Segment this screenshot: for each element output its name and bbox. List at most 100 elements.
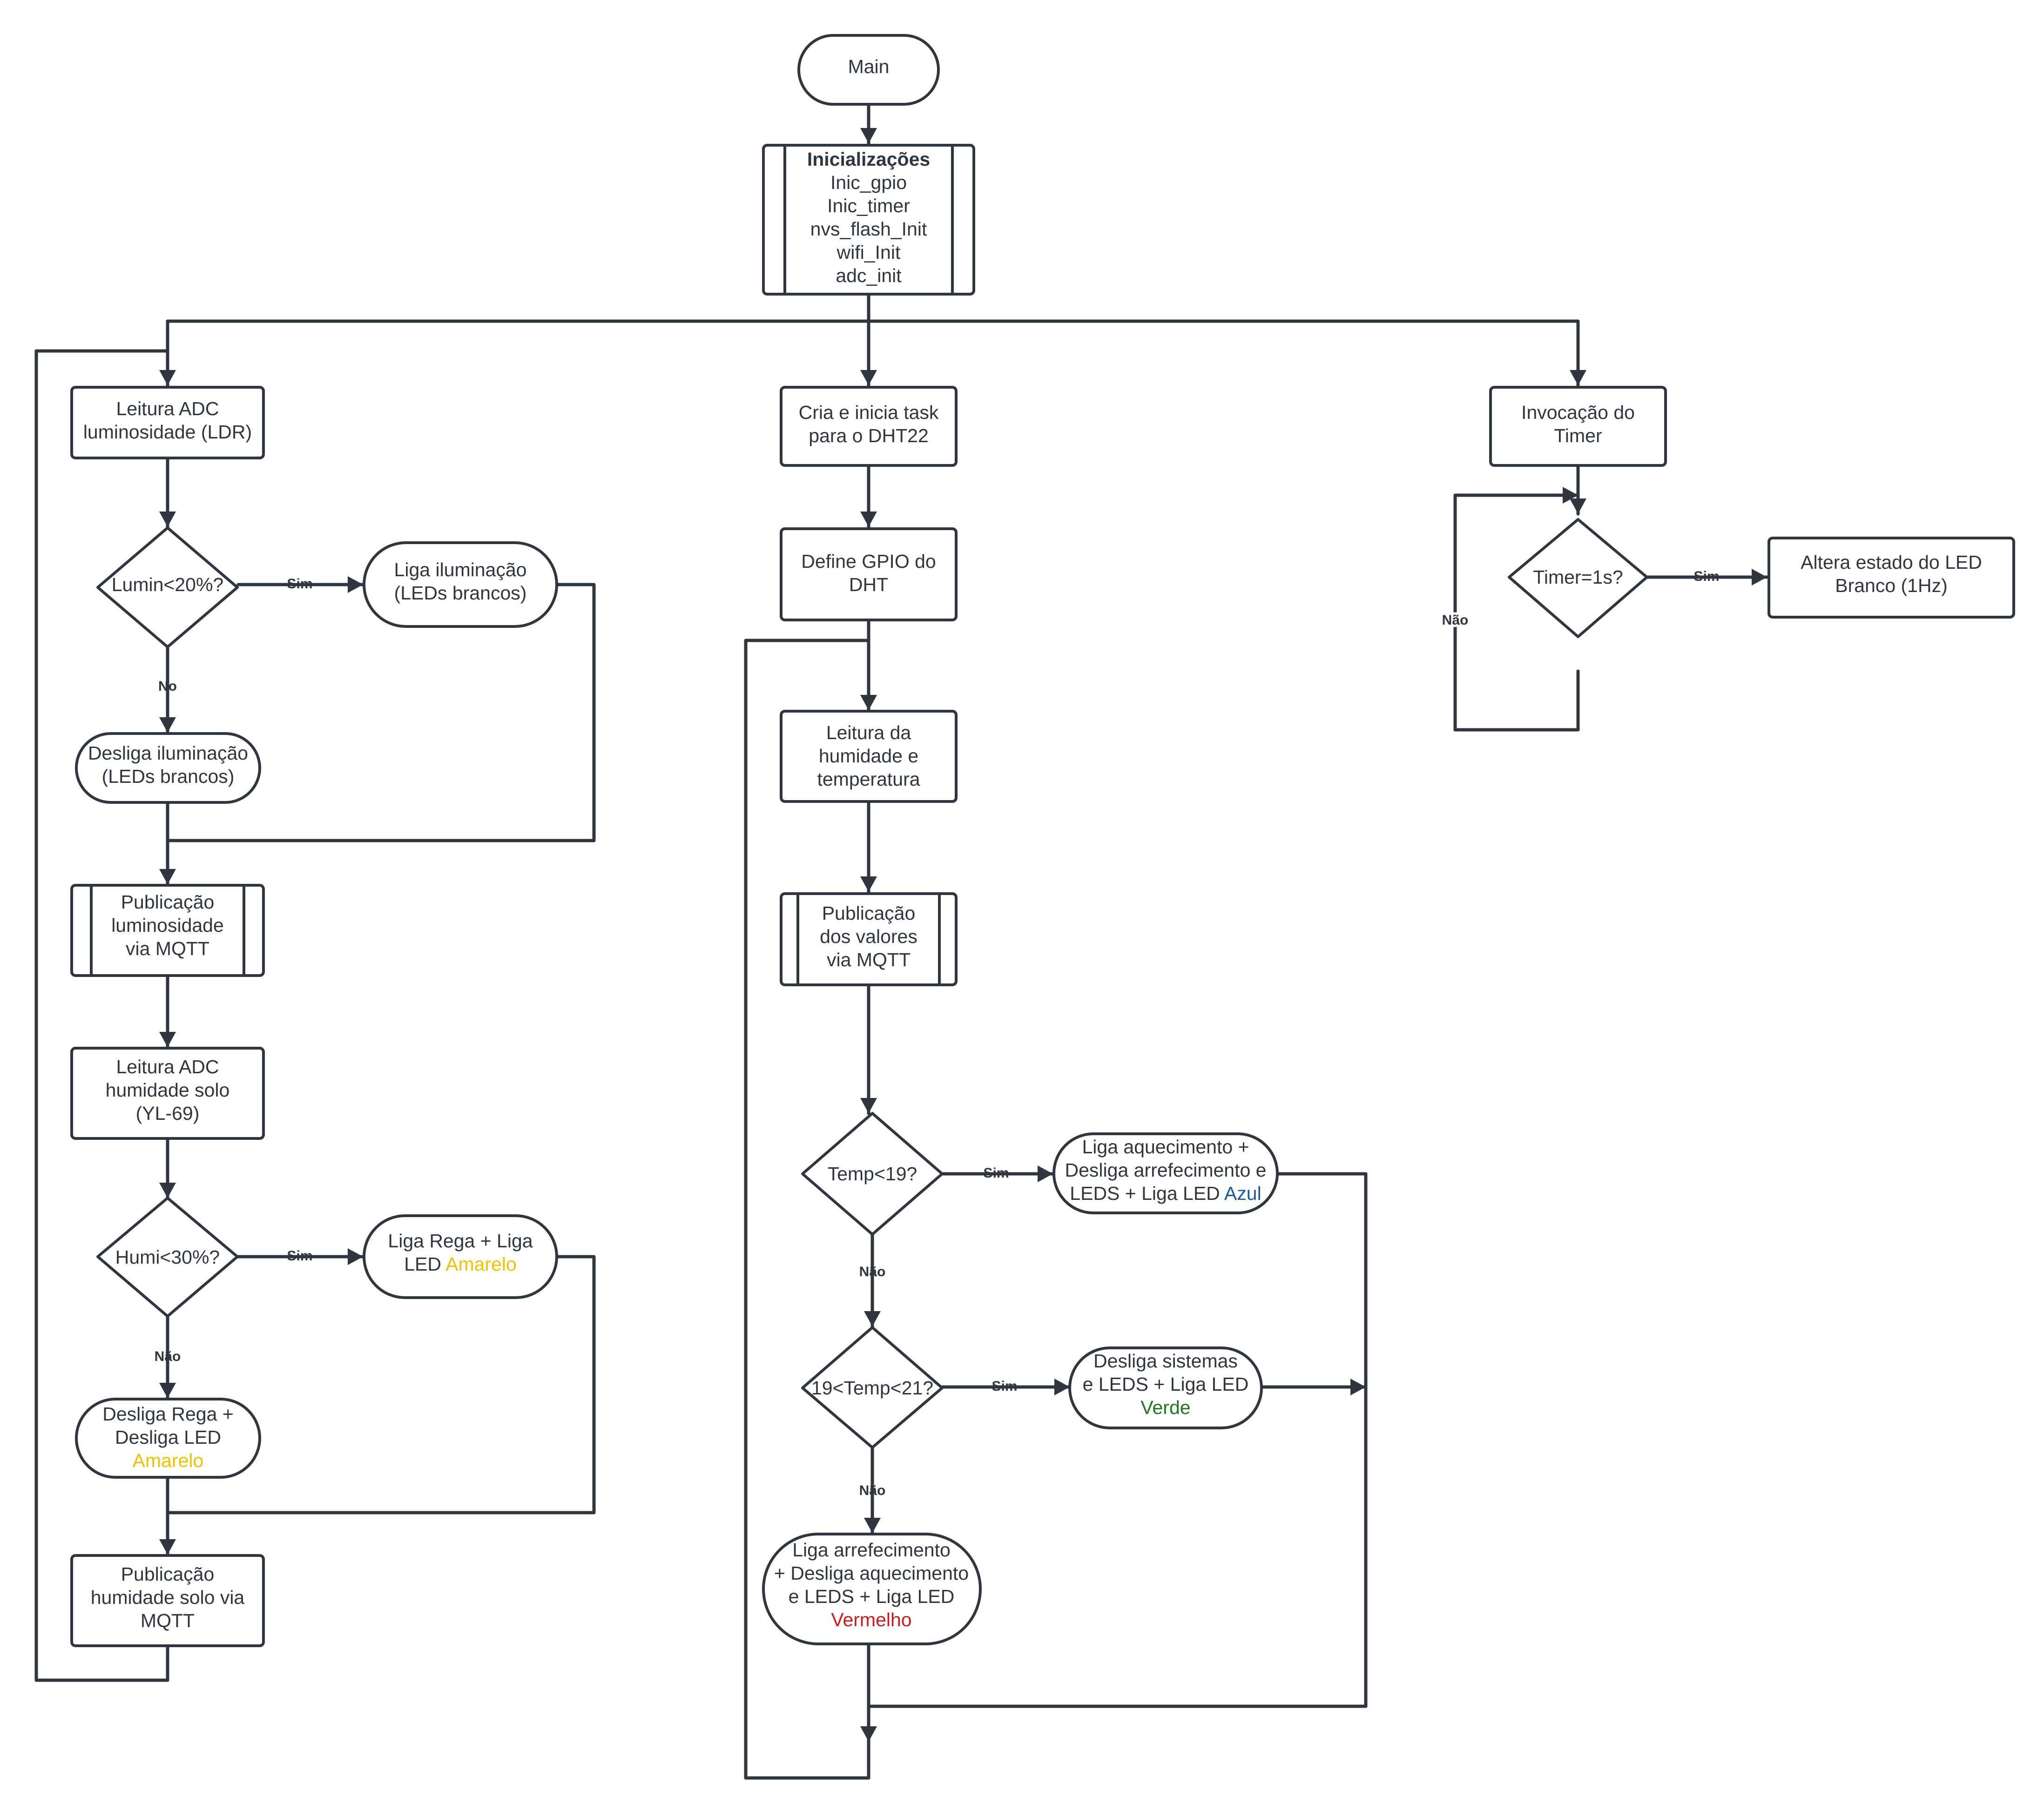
node-pub-solo-line: MQTT [141,1610,195,1631]
node-timer-inv-line: Timer [1554,425,1602,446]
node-liga-rega-led: LED [404,1253,445,1275]
node-timer-inv-line: Invocação do [1521,402,1635,423]
node-liga-arref-color: Vermelho [831,1609,911,1630]
node-lumin-label: Lumin<20%? [112,574,223,595]
node-adc-ldr-line: luminosidade (LDR) [83,421,252,443]
node-altera-led: Altera estado do LED Branco (1Hz) [1767,537,2015,619]
node-liga-rega-line: LED Amarelo [404,1253,517,1275]
node-liga-arref-line: e LEDS + Liga LED [789,1586,955,1607]
node-pub-lum-line: Publicação [121,891,215,913]
node-desliga-ilum-line: (LEDs brancos) [102,766,235,787]
edge-middle-loop [744,639,870,1780]
node-task-dht-line: Cria e inicia task [799,402,939,423]
shapes: Main Inicializações Inic_gpio Inic_timer… [70,34,2015,1647]
node-task-dht-line: para o DHT22 [809,425,929,446]
edge-label-timer-yes: Sim [1693,569,1719,584]
node-altera-led-line: Altera estado do LED [1801,552,1982,573]
node-liga-rega-line: Liga Rega + Liga [388,1230,533,1252]
node-desliga-rega-line: Desliga LED [115,1427,221,1448]
node-desliga-sist-line: e LEDS + Liga LED [1083,1373,1249,1395]
node-adc-ldr: Leitura ADC luminosidade (LDR) [70,386,265,459]
node-pub-valores-line: Publicação [822,902,916,924]
node-main-label: Main [848,56,890,77]
node-adc-solo-line: (YL-69) [136,1103,200,1124]
node-desliga-ilum-line: Desliga iluminação [88,742,248,764]
node-liga-aquec-color: Azul [1224,1183,1261,1204]
node-pub-lum-line: luminosidade [111,915,224,936]
node-gpio-dht-line: Define GPIO do [801,551,936,572]
node-liga-rega-color: Amarelo [445,1253,517,1275]
node-liga-aquecimento: Liga aquecimento + Desliga arrefecimento… [1052,1132,1279,1214]
node-main: Main [797,34,940,106]
node-pub-solo: Publicação humidade solo via MQTT [70,1554,265,1647]
node-init-line: nvs_flash_Init [810,218,927,240]
node-gpio-dht: Define GPIO do DHT [780,527,958,621]
edge-label-timer-no: Não [1442,613,1469,628]
edge-timer-no-loop [1453,493,1580,732]
node-liga-aquec-line: Desliga arrefecimento e [1065,1159,1267,1181]
node-pub-luminosidade: Publicação luminosidade via MQTT [70,884,265,977]
node-altera-led-line: Branco (1Hz) [1835,575,1948,596]
node-adc-solo-line: humidade solo [106,1079,230,1101]
edge-ligailum-merge [166,583,596,842]
node-temp19-label: Temp<19? [828,1163,917,1185]
node-temp21-decision: 19<Temp<21? [801,1326,944,1449]
edge-label-temp21-yes: Sim [992,1379,1017,1394]
node-leitura-ht-line: temperatura [817,768,920,790]
node-gpio-dht-line: DHT [849,574,888,595]
node-liga-ilum-line: Liga iluminação [394,559,527,580]
node-humi-label: Humi<30%? [115,1246,220,1268]
node-init-line: wifi_Init [836,242,901,263]
edge-label-lumin-no: No [158,679,177,694]
node-pub-valores-line: dos valores [820,926,917,947]
node-lumin-decision: Lumin<20%? [96,526,239,648]
edge-label-temp21-no: Não [859,1483,886,1498]
node-temp19-decision: Temp<19? [801,1112,944,1236]
node-liga-aquec-led: LEDS + Liga LED [1070,1183,1224,1204]
node-temp21-label: 19<Temp<21? [811,1377,933,1399]
node-liga-ilum-line: (LEDs brancos) [394,582,527,604]
node-init-title: Inicializações [807,148,930,170]
node-init-line: Inic_timer [827,195,910,216]
node-timer-label: Timer=1s? [1533,566,1623,588]
edge-label-humi-yes: Sim [287,1248,312,1264]
edge-ligarega-merge [166,1255,596,1515]
node-pub-valores-line: via MQTT [827,949,911,970]
node-liga-aquec-line: Liga aquecimento + [1082,1136,1249,1158]
node-humi-decision: Humi<30%? [96,1197,239,1318]
node-adc-solo-line: Leitura ADC [116,1056,219,1077]
node-desliga-iluminacao: Desliga iluminação (LEDs brancos) [75,732,261,804]
node-desliga-rega-line: Desliga Rega + [102,1403,233,1425]
edge-label-temp19-no: Não [859,1264,886,1279]
edge-label-lumin-yes: Sim [287,576,312,592]
node-adc-ldr-line: Leitura ADC [116,398,219,419]
connectors [34,104,1769,1780]
node-liga-arrefecimento: Liga arrefecimento + Desliga aquecimento… [762,1533,982,1645]
node-task-dht: Cria e inicia task para o DHT22 [780,386,958,467]
node-desliga-sistemas: Desliga sistemas e LEDS + Liga LED Verde [1068,1346,1263,1429]
node-liga-iluminacao: Liga iluminação (LEDs brancos) [363,541,558,628]
node-timer-invocacao: Invocação do Timer [1489,386,1667,467]
node-desliga-rega-color: Amarelo [133,1450,204,1471]
edge-ligaaquec-merge [867,1172,1368,1708]
edge-label-temp19-yes: Sim [983,1165,1009,1181]
node-init-line: Inic_gpio [830,172,907,193]
edge-left-loop [34,349,169,1682]
node-desliga-rega: Desliga Rega + Desliga LED Amarelo [75,1398,261,1479]
node-pub-solo-line: humidade solo via [91,1587,245,1608]
node-desliga-sist-color: Verde [1140,1397,1190,1418]
node-init-line: adc_init [836,265,902,286]
node-liga-aquec-line: LEDS + Liga LED Azul [1070,1183,1261,1204]
node-adc-solo: Leitura ADC humidade solo (YL-69) [70,1047,265,1140]
edge-label-humi-no: Não [155,1349,181,1364]
node-leitura-ht-line: Leitura da [826,722,911,743]
node-pub-lum-line: via MQTT [126,938,209,959]
node-liga-rega: Liga Rega + Liga LED Amarelo [363,1214,558,1299]
node-pub-valores: Publicação dos valores via MQTT [780,892,958,986]
node-liga-arref-line: Liga arrefecimento [792,1539,951,1561]
node-pub-solo-line: Publicação [121,1563,215,1585]
node-timer-decision: Timer=1s? [1508,518,1648,638]
node-leitura-ht: Leitura da humidade e temperatura [780,710,958,803]
node-leitura-ht-line: humidade e [819,745,918,767]
